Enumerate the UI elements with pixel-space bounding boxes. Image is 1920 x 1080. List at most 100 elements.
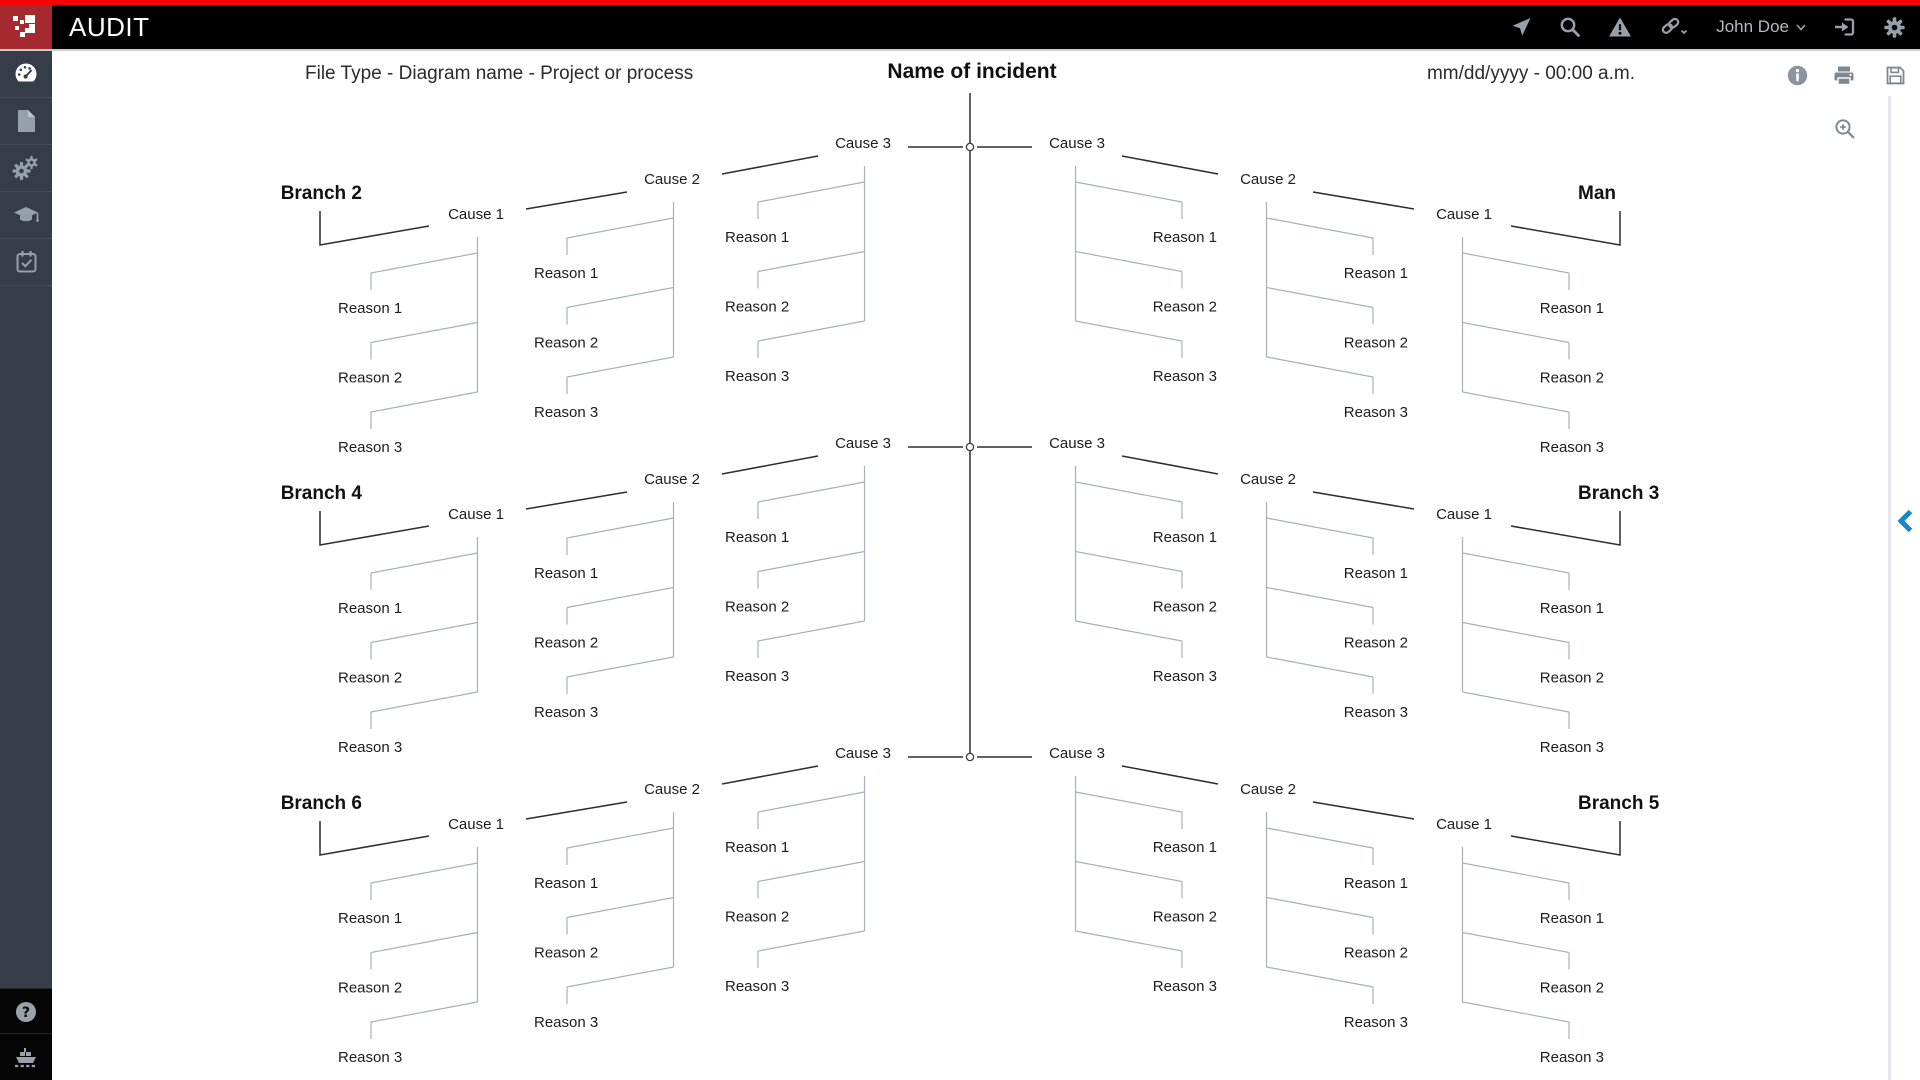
cause-label[interactable]: Cause 2 <box>644 781 700 798</box>
reason-label[interactable]: Reason 2 <box>534 335 598 352</box>
reason-label[interactable]: Reason 3 <box>1153 978 1217 995</box>
junction-dot[interactable] <box>965 752 975 762</box>
cause-label[interactable]: Cause 3 <box>835 435 891 452</box>
save-icon[interactable] <box>1885 65 1906 91</box>
cause-label[interactable]: Cause 1 <box>1436 816 1492 833</box>
junction-dot[interactable] <box>965 442 975 452</box>
cause-label[interactable]: Cause 1 <box>448 506 504 523</box>
reason-label[interactable]: Reason 1 <box>725 839 789 856</box>
reason-label[interactable]: Reason 1 <box>1540 300 1604 317</box>
reason-label[interactable]: Reason 1 <box>1344 265 1408 282</box>
cause-label[interactable]: Cause 1 <box>448 206 504 223</box>
zoom-in-icon[interactable] <box>1834 118 1856 145</box>
settings-gear-icon[interactable] <box>1883 16 1906 39</box>
reason-label[interactable]: Reason 3 <box>1344 1014 1408 1031</box>
cause-label[interactable]: Cause 3 <box>835 745 891 762</box>
reason-label[interactable]: Reason 3 <box>534 704 598 721</box>
reason-label[interactable]: Reason 2 <box>534 635 598 652</box>
reason-label[interactable]: Reason 1 <box>725 229 789 246</box>
sidebar-item-settings-gears[interactable] <box>0 145 52 192</box>
reason-label[interactable]: Reason 3 <box>534 1014 598 1031</box>
reason-label[interactable]: Reason 2 <box>725 599 789 616</box>
cause-label[interactable]: Cause 1 <box>1436 206 1492 223</box>
branch-label[interactable]: Branch 4 <box>281 483 363 504</box>
reason-label[interactable]: Reason 2 <box>338 370 402 387</box>
reason-label[interactable]: Reason 3 <box>534 404 598 421</box>
reason-label[interactable]: Reason 2 <box>725 299 789 316</box>
reason-label[interactable]: Reason 1 <box>1153 529 1217 546</box>
reason-label[interactable]: Reason 1 <box>338 300 402 317</box>
cause-label[interactable]: Cause 3 <box>835 135 891 152</box>
reason-label[interactable]: Reason 3 <box>338 439 402 456</box>
reason-label[interactable]: Reason 2 <box>1540 370 1604 387</box>
reason-label[interactable]: Reason 2 <box>1153 599 1217 616</box>
reason-label[interactable]: Reason 1 <box>1540 600 1604 617</box>
reason-label[interactable]: Reason 1 <box>338 600 402 617</box>
reason-label[interactable]: Reason 2 <box>1153 909 1217 926</box>
reason-label[interactable]: Reason 1 <box>534 875 598 892</box>
info-icon[interactable] <box>1787 65 1808 91</box>
reason-label[interactable]: Reason 3 <box>338 739 402 756</box>
cause-label[interactable]: Cause 2 <box>644 171 700 188</box>
reason-label[interactable]: Reason 3 <box>1540 439 1604 456</box>
location-arrow-icon[interactable] <box>1510 16 1532 38</box>
reason-label[interactable]: Reason 3 <box>725 978 789 995</box>
sidebar-item-planner[interactable] <box>0 239 52 286</box>
branch-label[interactable]: Branch 6 <box>281 793 362 814</box>
reason-label[interactable]: Reason 1 <box>534 565 598 582</box>
cause-label[interactable]: Cause 3 <box>1049 745 1105 762</box>
sidebar-item-documents[interactable] <box>0 98 52 145</box>
reason-label[interactable]: Reason 2 <box>1344 945 1408 962</box>
branch-label[interactable]: Branch 5 <box>1578 793 1660 814</box>
reason-label[interactable]: Reason 3 <box>1540 1049 1604 1066</box>
reason-label[interactable]: Reason 3 <box>1153 668 1217 685</box>
sidebar-item-help[interactable]: ? <box>0 988 52 1035</box>
user-menu[interactable]: John Doe <box>1716 17 1806 37</box>
search-icon[interactable] <box>1559 16 1581 38</box>
sidebar-item-ship[interactable] <box>0 1033 52 1080</box>
reason-label[interactable]: Reason 2 <box>725 909 789 926</box>
cause-label[interactable]: Cause 2 <box>1240 471 1296 488</box>
sidebar-item-dashboard[interactable] <box>0 51 52 98</box>
reason-label[interactable]: Reason 3 <box>338 1049 402 1066</box>
cause-label[interactable]: Cause 2 <box>1240 171 1296 188</box>
reason-label[interactable]: Reason 1 <box>1344 565 1408 582</box>
reason-label[interactable]: Reason 1 <box>1540 910 1604 927</box>
chevron-left-icon[interactable] <box>1897 508 1914 539</box>
cause-label[interactable]: Cause 1 <box>448 816 504 833</box>
reason-label[interactable]: Reason 1 <box>1344 875 1408 892</box>
reason-label[interactable]: Reason 2 <box>338 670 402 687</box>
reason-label[interactable]: Reason 2 <box>1540 670 1604 687</box>
reason-label[interactable]: Reason 1 <box>1153 839 1217 856</box>
print-icon[interactable] <box>1833 65 1855 91</box>
cause-label[interactable]: Cause 3 <box>1049 135 1105 152</box>
reason-label[interactable]: Reason 3 <box>1344 404 1408 421</box>
reason-label[interactable]: Reason 1 <box>725 529 789 546</box>
reason-label[interactable]: Reason 2 <box>338 980 402 997</box>
reason-label[interactable]: Reason 2 <box>1344 335 1408 352</box>
sign-in-icon[interactable] <box>1833 16 1856 38</box>
link-dropdown-icon[interactable] <box>1659 15 1689 39</box>
cause-label[interactable]: Cause 1 <box>1436 506 1492 523</box>
reason-label[interactable]: Reason 3 <box>1540 739 1604 756</box>
branch-label[interactable]: Man <box>1578 183 1616 204</box>
incident-title[interactable]: Name of incident <box>887 60 1057 83</box>
reason-label[interactable]: Reason 1 <box>338 910 402 927</box>
reason-label[interactable]: Reason 2 <box>1153 299 1217 316</box>
cause-label[interactable]: Cause 3 <box>1049 435 1105 452</box>
reason-label[interactable]: Reason 1 <box>534 265 598 282</box>
reason-label[interactable]: Reason 3 <box>1344 704 1408 721</box>
junction-dot[interactable] <box>965 142 975 152</box>
reason-label[interactable]: Reason 2 <box>534 945 598 962</box>
reason-label[interactable]: Reason 2 <box>1540 980 1604 997</box>
reason-label[interactable]: Reason 3 <box>725 368 789 385</box>
sidebar-item-training[interactable] <box>0 192 52 239</box>
reason-label[interactable]: Reason 3 <box>1153 368 1217 385</box>
reason-label[interactable]: Reason 3 <box>725 668 789 685</box>
cause-label[interactable]: Cause 2 <box>1240 781 1296 798</box>
cause-label[interactable]: Cause 2 <box>644 471 700 488</box>
reason-label[interactable]: Reason 1 <box>1153 229 1217 246</box>
app-logo[interactable] <box>0 5 52 50</box>
branch-label[interactable]: Branch 3 <box>1578 483 1659 504</box>
reason-label[interactable]: Reason 2 <box>1344 635 1408 652</box>
